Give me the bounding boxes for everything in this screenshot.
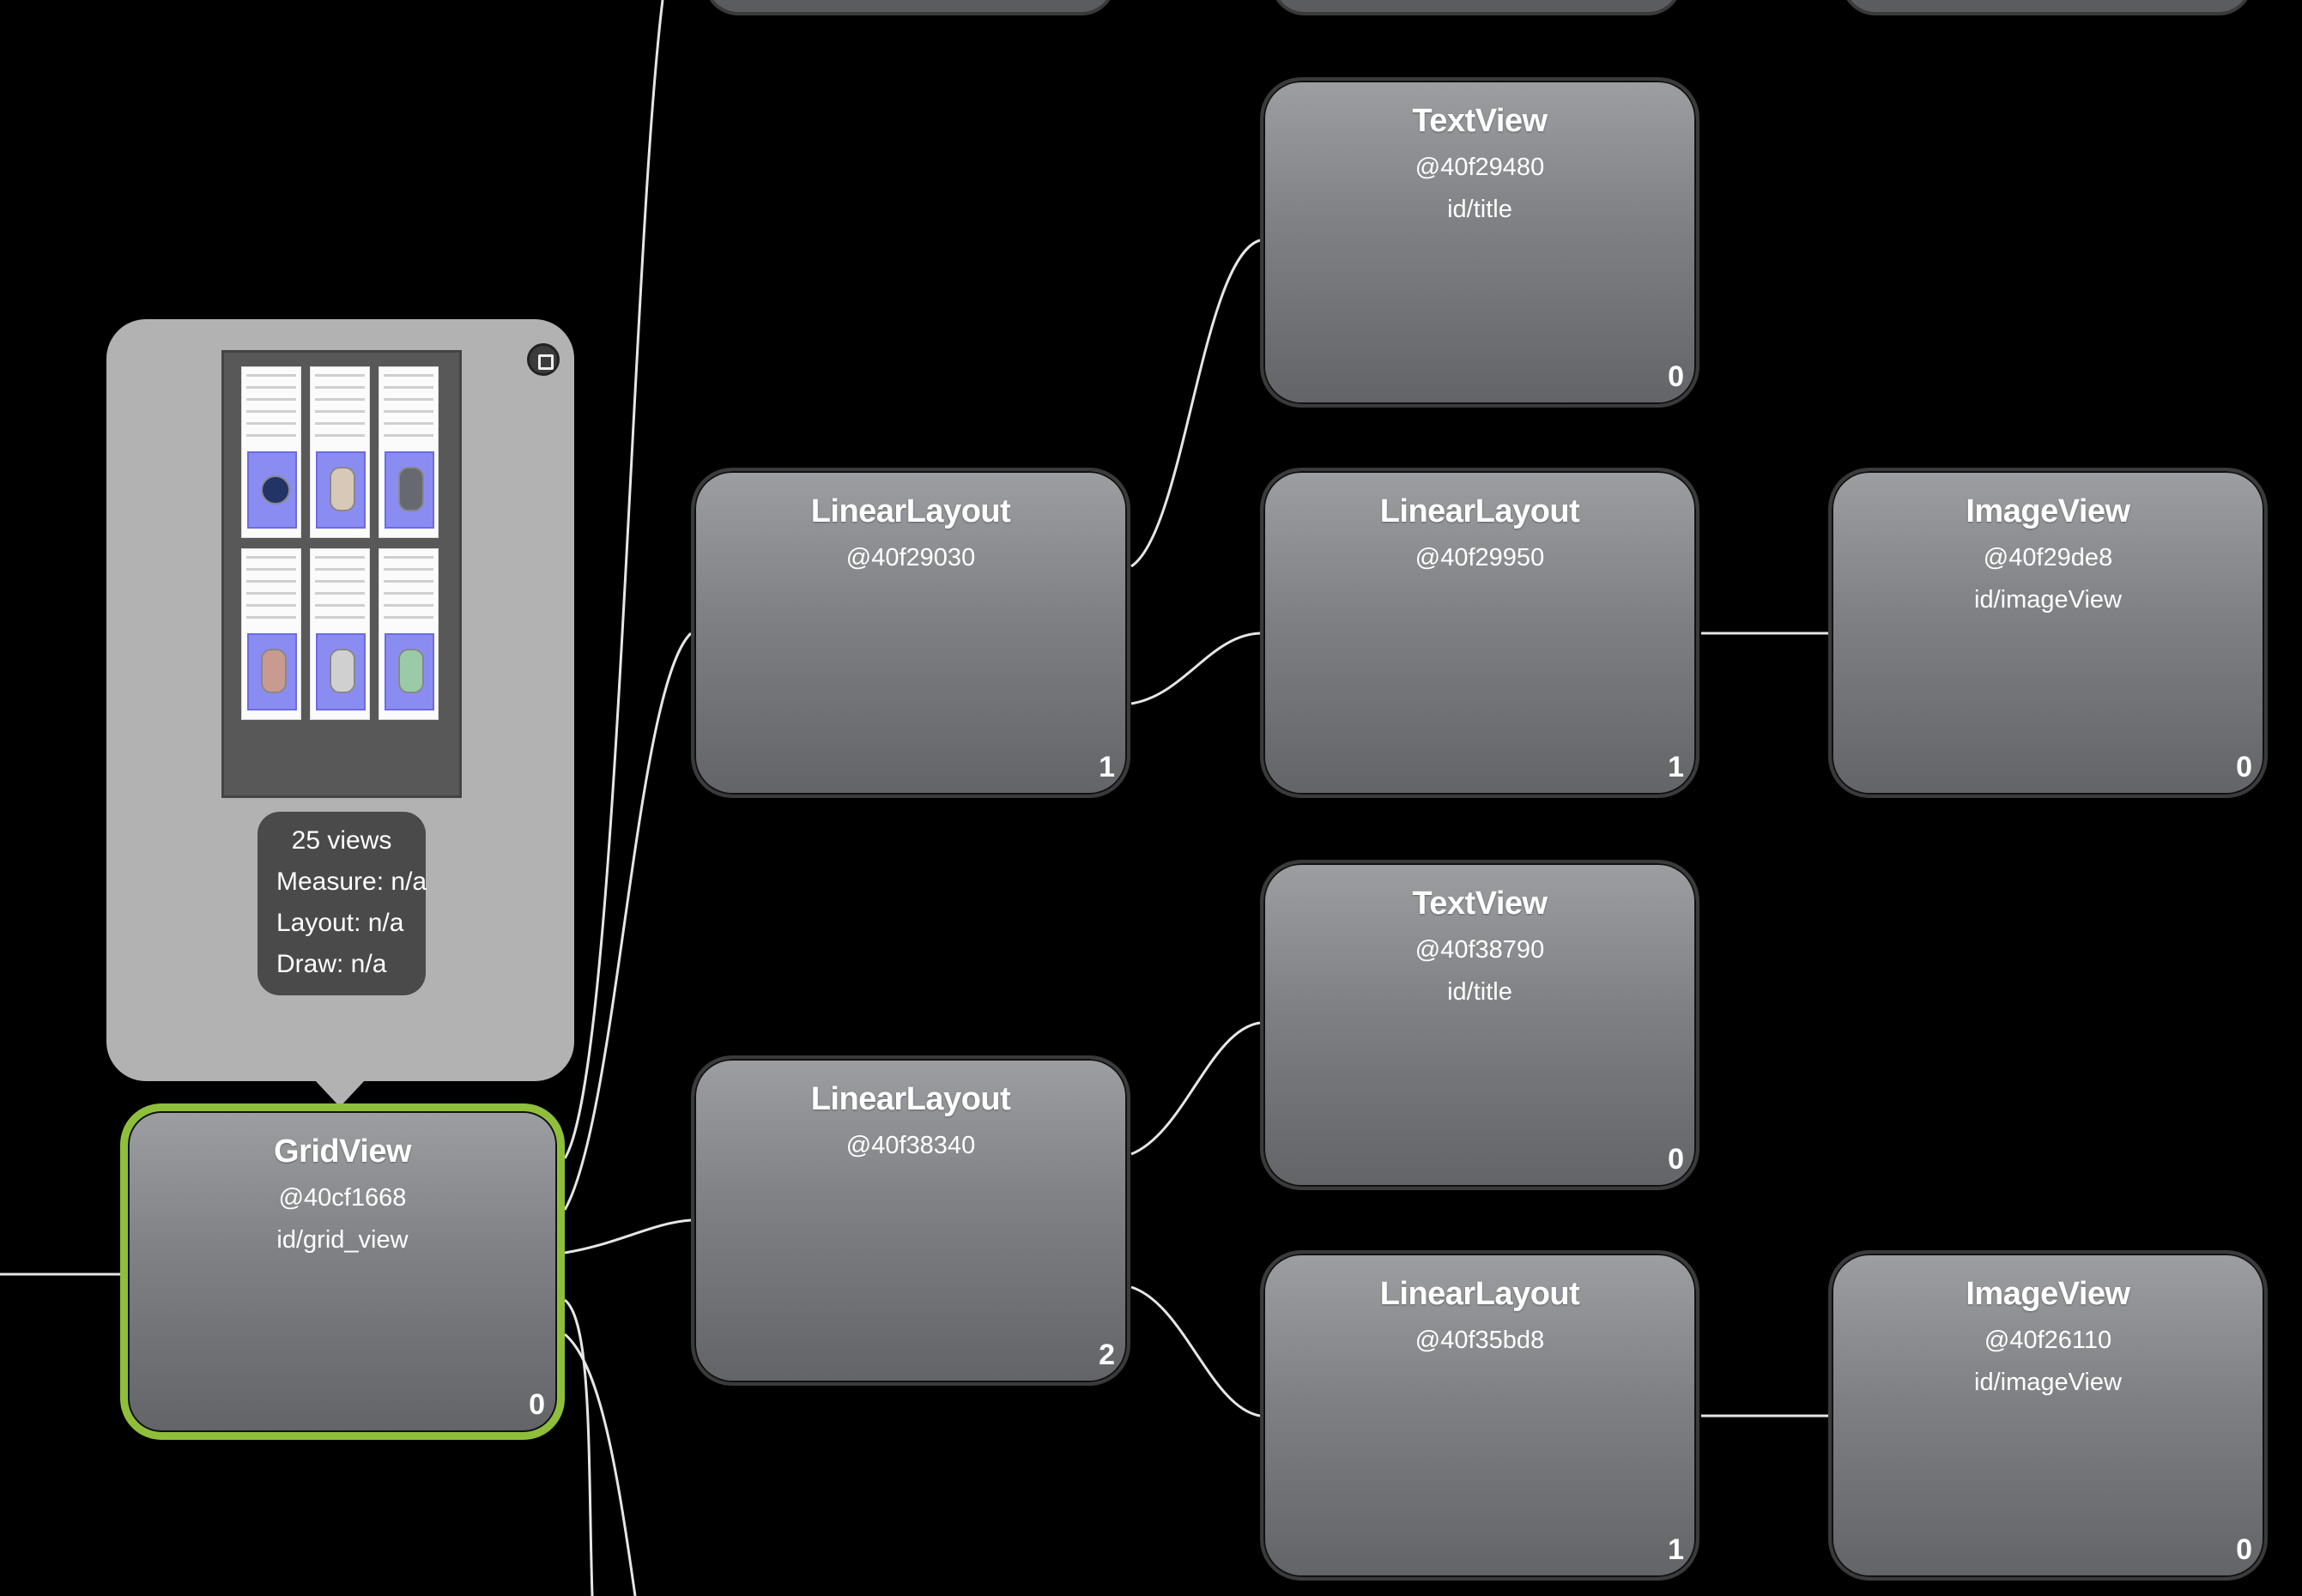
tree-node-partial[interactable] [1841, 0, 2253, 15]
node-address: @40f29480 [1415, 154, 1545, 181]
node-child-count: 0 [529, 1388, 545, 1421]
connector-gridview-to-ll-38340 [564, 1218, 692, 1254]
node-child-count: 1 [1668, 1533, 1684, 1566]
connector-gridview-to-lower-2 [564, 1333, 637, 1596]
node-type-label: ImageView [1966, 1276, 2130, 1312]
connector-ll-29030-to-ll-29950 [1130, 632, 1261, 705]
node-id: id/title [1447, 196, 1512, 223]
popup-pointer [314, 1079, 366, 1107]
node-type-label: TextView [1412, 103, 1548, 139]
node-child-count: 0 [1668, 1143, 1684, 1176]
grid-preview-cell [241, 366, 301, 538]
node-address: @40f38790 [1415, 936, 1545, 964]
node-address: @40f38340 [845, 1132, 976, 1159]
node-child-count: 0 [2236, 1533, 2252, 1566]
node-preview-popup: 25 views Measure: n/a Layout: n/a Draw: … [106, 319, 574, 1081]
connector-gridview-to-upper [563, 0, 664, 1159]
tree-node-partial[interactable] [1270, 0, 1682, 15]
stats-draw: Draw: n/a [276, 950, 387, 978]
grid-preview-cell [379, 366, 439, 538]
node-child-count: 0 [1668, 360, 1684, 393]
stats-views: 25 views [291, 826, 392, 855]
node-address: @40f29de8 [1983, 544, 2113, 571]
node-type-label: LinearLayout [1379, 1276, 1580, 1312]
stats-measure: Measure: n/a [276, 868, 427, 896]
node-type-label: TextView [1412, 886, 1548, 922]
node-id: id/imageView [1974, 586, 2122, 614]
connector-ll-38340-to-ll-35bd8 [1130, 1285, 1261, 1418]
tree-node-imageview[interactable]: ImageView @40f29de8 id/imageView 0 [1828, 468, 2268, 798]
node-id: id/imageView [1974, 1369, 2122, 1396]
node-child-count: 1 [1668, 751, 1684, 783]
node-address: @40f26110 [1984, 1327, 2112, 1354]
node-address: @40f29950 [1415, 544, 1545, 571]
tree-node-linearlayout[interactable]: LinearLayout @40f38340 2 [691, 1055, 1130, 1386]
view-stats-panel: 25 views Measure: n/a Layout: n/a Draw: … [257, 812, 427, 995]
connector-ll-38340-to-tv-38790 [1130, 1021, 1261, 1156]
node-child-count: 2 [1099, 1339, 1115, 1371]
connector-gridview-to-ll-29030 [563, 632, 693, 1211]
grid-preview-cell [241, 548, 301, 720]
node-child-count: 1 [1099, 751, 1115, 783]
node-address: @40cf1668 [278, 1184, 407, 1212]
node-address: @40f35bd8 [1415, 1327, 1545, 1354]
tree-node-linearlayout[interactable]: LinearLayout @40f35bd8 1 [1260, 1250, 1699, 1581]
stats-layout: Layout: n/a [276, 909, 404, 937]
node-type-label: LinearLayout [1379, 493, 1580, 529]
tree-node-partial[interactable] [704, 0, 1116, 15]
tree-node-gridview[interactable]: GridView @40cf1668 id/grid_view 0 [120, 1103, 565, 1440]
view-preview-thumbnail [221, 350, 462, 798]
node-type-label: GridView [273, 1134, 412, 1170]
close-icon[interactable] [527, 343, 560, 376]
connector-gridview-to-lower-1 [564, 1298, 594, 1596]
tree-node-linearlayout[interactable]: LinearLayout @40f29030 1 [691, 468, 1130, 798]
tree-node-linearlayout[interactable]: LinearLayout @40f29950 1 [1260, 468, 1699, 798]
grid-preview-cell [310, 366, 370, 538]
node-id: id/title [1447, 978, 1512, 1006]
connector-ll-29030-to-tv-29480 [1130, 239, 1261, 568]
node-child-count: 0 [2236, 751, 2252, 783]
tree-node-textview[interactable]: TextView @40f38790 id/title 0 [1260, 860, 1699, 1190]
grid-preview-cell [379, 548, 439, 720]
node-id: id/grid_view [276, 1226, 409, 1254]
node-type-label: LinearLayout [810, 493, 1011, 529]
node-type-label: ImageView [1966, 493, 2130, 529]
tree-node-imageview[interactable]: ImageView @40f26110 id/imageView 0 [1828, 1250, 2268, 1581]
tree-node-textview[interactable]: TextView @40f29480 id/title 0 [1260, 77, 1699, 408]
grid-preview-cell [310, 548, 370, 720]
node-type-label: LinearLayout [810, 1081, 1011, 1117]
node-address: @40f29030 [845, 544, 976, 571]
